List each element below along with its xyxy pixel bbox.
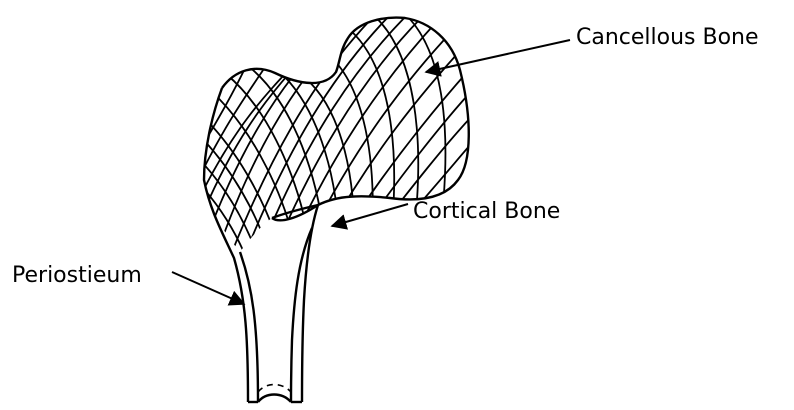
cancellous-bone-label: Cancellous Bone — [576, 25, 759, 50]
periosteum-arrow — [172, 272, 244, 304]
cortical-bone-label: Cortical Bone — [413, 199, 560, 224]
periosteum-label: Periostieum — [12, 263, 142, 288]
cortical-arrow — [332, 204, 408, 226]
